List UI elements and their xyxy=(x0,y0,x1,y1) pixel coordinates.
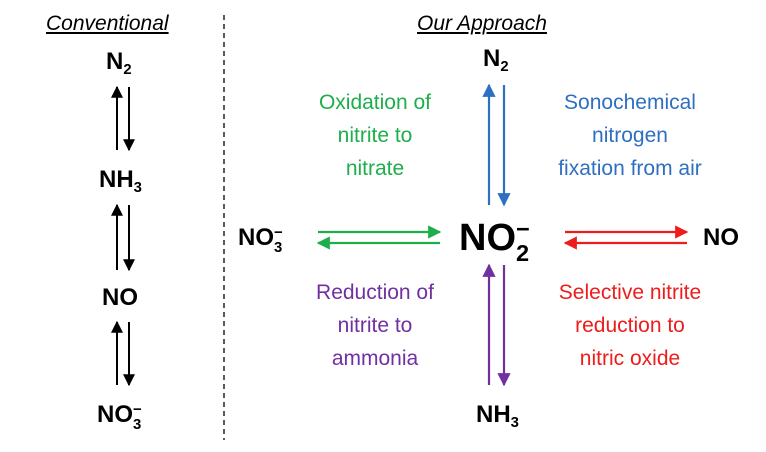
label-reduction: Reduction of nitrite to ammonia xyxy=(316,281,434,370)
heading-our-approach: Our Approach xyxy=(417,12,547,35)
approach-no3: NO−3 xyxy=(238,224,283,257)
label-oxidation: Oxidation of nitrite to nitrate xyxy=(318,91,432,180)
conv-no: NO xyxy=(102,284,138,311)
approach-no: NO xyxy=(703,224,739,251)
heading-conventional: Conventional xyxy=(46,12,169,35)
approach-n2: N2 xyxy=(483,45,509,75)
conv-nh3: NH3 xyxy=(99,166,142,196)
conv-no3: NO−3 xyxy=(97,401,142,434)
label-sonochemical: Sonochemical nitrogen fixation from air xyxy=(558,91,702,180)
approach-no2-center: NO−2 xyxy=(459,216,530,267)
label-selective: Selective nitrite reduction to nitric ox… xyxy=(558,281,702,370)
approach-nh3: NH3 xyxy=(476,401,519,431)
conv-n2: N2 xyxy=(106,48,132,78)
